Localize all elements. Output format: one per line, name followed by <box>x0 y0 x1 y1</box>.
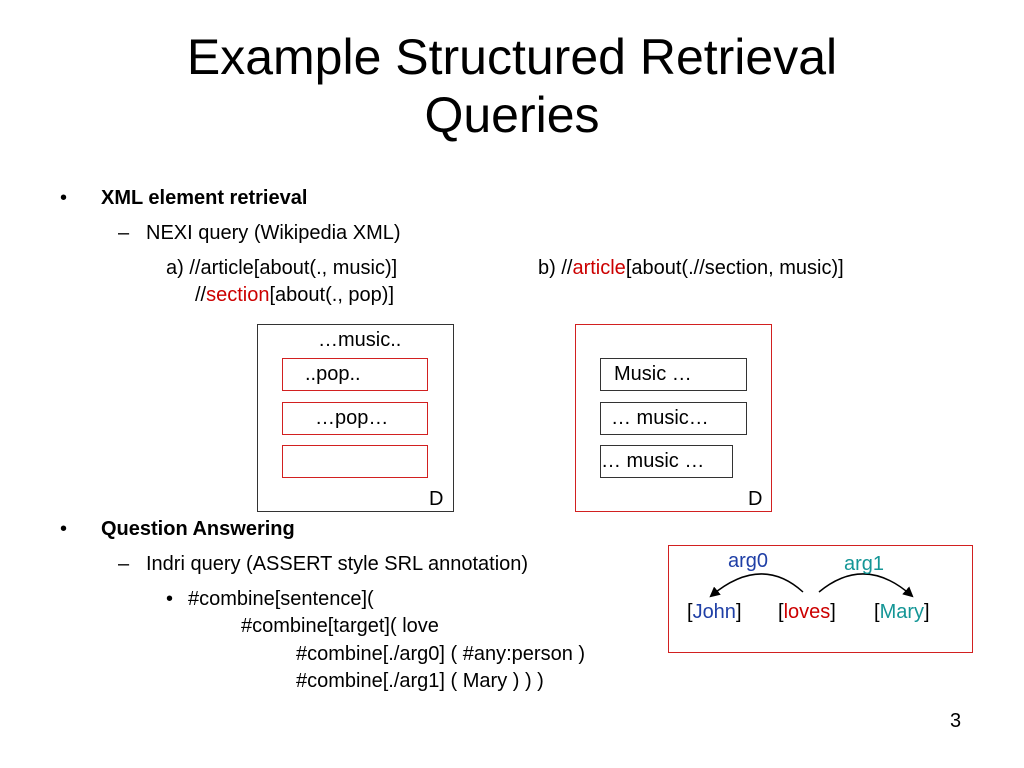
bracket-open: [ <box>874 601 880 623</box>
word-mary: Mary <box>879 601 925 623</box>
arg1-arc <box>818 573 914 598</box>
code-line-4: #combine[./arg1] ( Mary ) ) ) <box>296 670 544 692</box>
query-a-keyword-section: section <box>206 284 270 306</box>
sub-bullet-nexi-query: NEXI query (Wikipedia XML) <box>146 222 401 244</box>
bracket-close: ] <box>924 601 930 623</box>
bracket-open: [ <box>687 601 693 623</box>
document-a-section-3 <box>282 445 428 478</box>
document-b-label: D <box>748 488 763 510</box>
sub-bullet-indri-query: Indri query (ASSERT style SRL annotation… <box>146 553 529 575</box>
code-line-1: #combine[sentence]( <box>188 588 374 610</box>
slide-title: Example Structured Retrieval Queries <box>0 28 1024 144</box>
srl-arcs <box>709 573 914 598</box>
page-number: 3 <box>950 710 962 732</box>
bracket-close: ] <box>830 601 836 623</box>
query-a-line-2: //section[about(., pop)] <box>195 283 394 307</box>
arg0-arc <box>709 573 804 598</box>
query-b: b) //article[about(.//section, music)] <box>538 256 844 280</box>
bullet-question-answering: Question Answering <box>101 518 295 540</box>
word-john: John <box>692 601 736 623</box>
query-b-prefix: b) // <box>538 257 573 279</box>
srl-token-john: [John] <box>687 600 742 624</box>
srl-token-loves: [loves] <box>778 600 836 624</box>
word-loves: loves <box>783 601 831 623</box>
arg1-label: arg1 <box>844 553 885 575</box>
sub-bullet-marker-2: – <box>118 553 130 575</box>
bullet-xml-element-retrieval: XML element retrieval <box>101 187 308 209</box>
bullet-marker: • <box>60 187 68 209</box>
query-b-suffix: [about(.//section, music)] <box>625 257 844 279</box>
srl-annotation-box: arg0 arg1 [John] [loves] [Mary] <box>668 545 973 653</box>
query-a-line-1: a) //article[about(., music)] <box>166 257 398 279</box>
document-a-text: …music.. <box>318 329 402 351</box>
document-a-label: D <box>429 488 444 510</box>
bracket-open: [ <box>778 601 784 623</box>
sub-sub-bullet-marker: • <box>166 588 174 610</box>
document-a-section-1: ..pop.. <box>282 358 428 391</box>
arg0-label: arg0 <box>728 550 769 572</box>
sub-bullet-marker: – <box>118 222 130 244</box>
query-a-prefix: // <box>195 284 207 306</box>
document-b-box: Music … … music… … music … D <box>575 324 772 512</box>
query-b-keyword-article: article <box>572 257 626 279</box>
slide-title-line-1: Example Structured Retrieval <box>186 29 838 85</box>
document-b-section-1: Music … <box>600 358 747 391</box>
query-a-suffix: [about(., pop)] <box>269 284 395 306</box>
document-b-section-3: … music … <box>600 445 733 478</box>
srl-token-mary: [Mary] <box>874 600 930 624</box>
document-b-section-2: … music… <box>600 402 747 435</box>
code-line-2: #combine[target]( love <box>241 615 439 637</box>
document-a-box: …music.. ..pop.. …pop… D <box>257 324 454 512</box>
bracket-close: ] <box>735 601 742 623</box>
document-a-section-2: …pop… <box>282 402 428 435</box>
code-line-3: #combine[./arg0] ( #any:person ) <box>296 643 586 665</box>
slide-title-line-2: Queries <box>424 87 600 143</box>
bullet-marker-2: • <box>60 518 68 540</box>
